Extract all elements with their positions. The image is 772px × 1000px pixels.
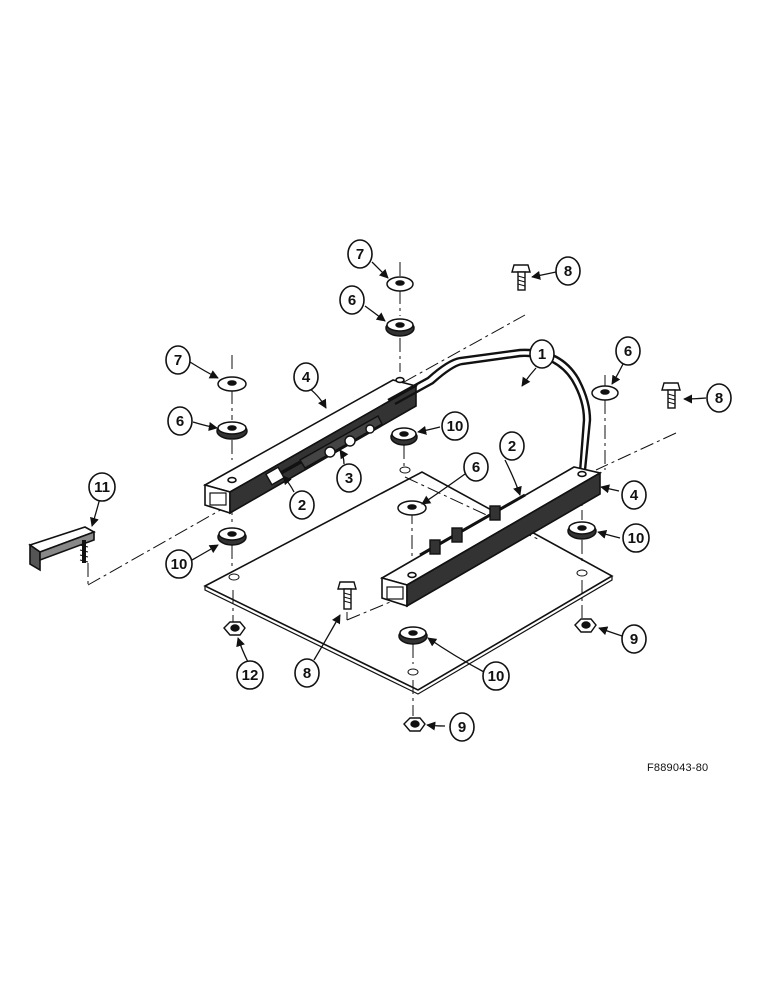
callout-7-top: 7 (347, 239, 373, 269)
nut-9-right (574, 618, 597, 633)
svg-text:1: 1 (538, 346, 546, 363)
svg-text:9: 9 (630, 631, 638, 648)
nut-9-bottom (403, 717, 426, 732)
svg-text:2: 2 (298, 497, 306, 514)
svg-text:7: 7 (174, 352, 182, 369)
callout-6-top: 6 (339, 285, 365, 315)
nuts (223, 618, 597, 732)
svg-text:10: 10 (488, 668, 505, 685)
callout-12: 12 (236, 660, 264, 690)
svg-text:8: 8 (715, 390, 723, 407)
callout-4-right: 4 (621, 480, 647, 510)
svg-text:8: 8 (564, 263, 572, 280)
washer-7-left (217, 376, 247, 392)
washer-6-top (385, 318, 415, 337)
callout-6-left: 6 (167, 406, 193, 436)
callout-1: 1 (529, 339, 555, 369)
callout-8-bottom: 8 (294, 658, 320, 688)
leader-arrows (90, 261, 707, 731)
svg-text:10: 10 (447, 418, 464, 435)
svg-text:12: 12 (242, 667, 259, 684)
svg-text:11: 11 (94, 479, 110, 496)
svg-text:7: 7 (356, 246, 364, 263)
callouts: 1 2 2 3 4 4 6 6 6 6 7 7 8 8 8 9 (88, 239, 732, 742)
callout-6-right: 6 (615, 336, 641, 366)
svg-text:8: 8 (303, 665, 311, 682)
seat-rail-right (379, 466, 603, 608)
callout-4-left: 4 (293, 362, 319, 392)
washer-10-bottom (398, 626, 428, 645)
latch-mechanism (299, 415, 383, 469)
callout-10-left: 10 (165, 549, 193, 579)
callout-2-right: 2 (499, 431, 525, 461)
washer-10-left (217, 527, 247, 546)
callout-10-center: 10 (441, 411, 469, 441)
washers (216, 276, 619, 645)
callout-7-left: 7 (165, 345, 191, 375)
svg-text:9: 9 (458, 719, 466, 736)
svg-text:2: 2 (508, 438, 516, 455)
washer-6-right (591, 385, 619, 401)
callout-9-bottom: 9 (449, 712, 475, 742)
callout-11: 11 (88, 472, 116, 502)
svg-text:4: 4 (302, 369, 311, 386)
latch-rod-right (419, 493, 526, 557)
svg-text:6: 6 (348, 292, 356, 309)
callout-6-center: 6 (463, 452, 489, 482)
washer-6-center (397, 500, 427, 516)
callout-8-right: 8 (706, 383, 732, 413)
bolts (337, 264, 681, 610)
bolt-8-top (511, 264, 531, 291)
latch-handle (387, 348, 592, 473)
callout-2-left: 2 (289, 490, 315, 520)
washer-10-center (390, 427, 418, 446)
washer-10-right (567, 521, 597, 540)
svg-text:6: 6 (176, 413, 184, 430)
nut-12 (223, 621, 246, 636)
callout-3: 3 (336, 463, 362, 493)
svg-text:10: 10 (628, 530, 645, 547)
callout-10-bottom: 10 (482, 661, 510, 691)
svg-text:3: 3 (345, 470, 353, 487)
figure-code: F889043-80 (647, 762, 709, 774)
bolt-8-bottom (337, 581, 357, 610)
callout-9-right: 9 (621, 624, 647, 654)
callout-10-right: 10 (622, 523, 650, 553)
callout-8-top: 8 (555, 256, 581, 286)
svg-text:10: 10 (171, 556, 188, 573)
bolt-8-right (661, 382, 681, 409)
stop-bracket (28, 526, 96, 572)
svg-text:6: 6 (624, 343, 632, 360)
svg-text:6: 6 (472, 459, 480, 476)
washer-7-top (386, 276, 414, 292)
svg-text:4: 4 (630, 487, 639, 504)
washer-6-left (216, 421, 248, 440)
